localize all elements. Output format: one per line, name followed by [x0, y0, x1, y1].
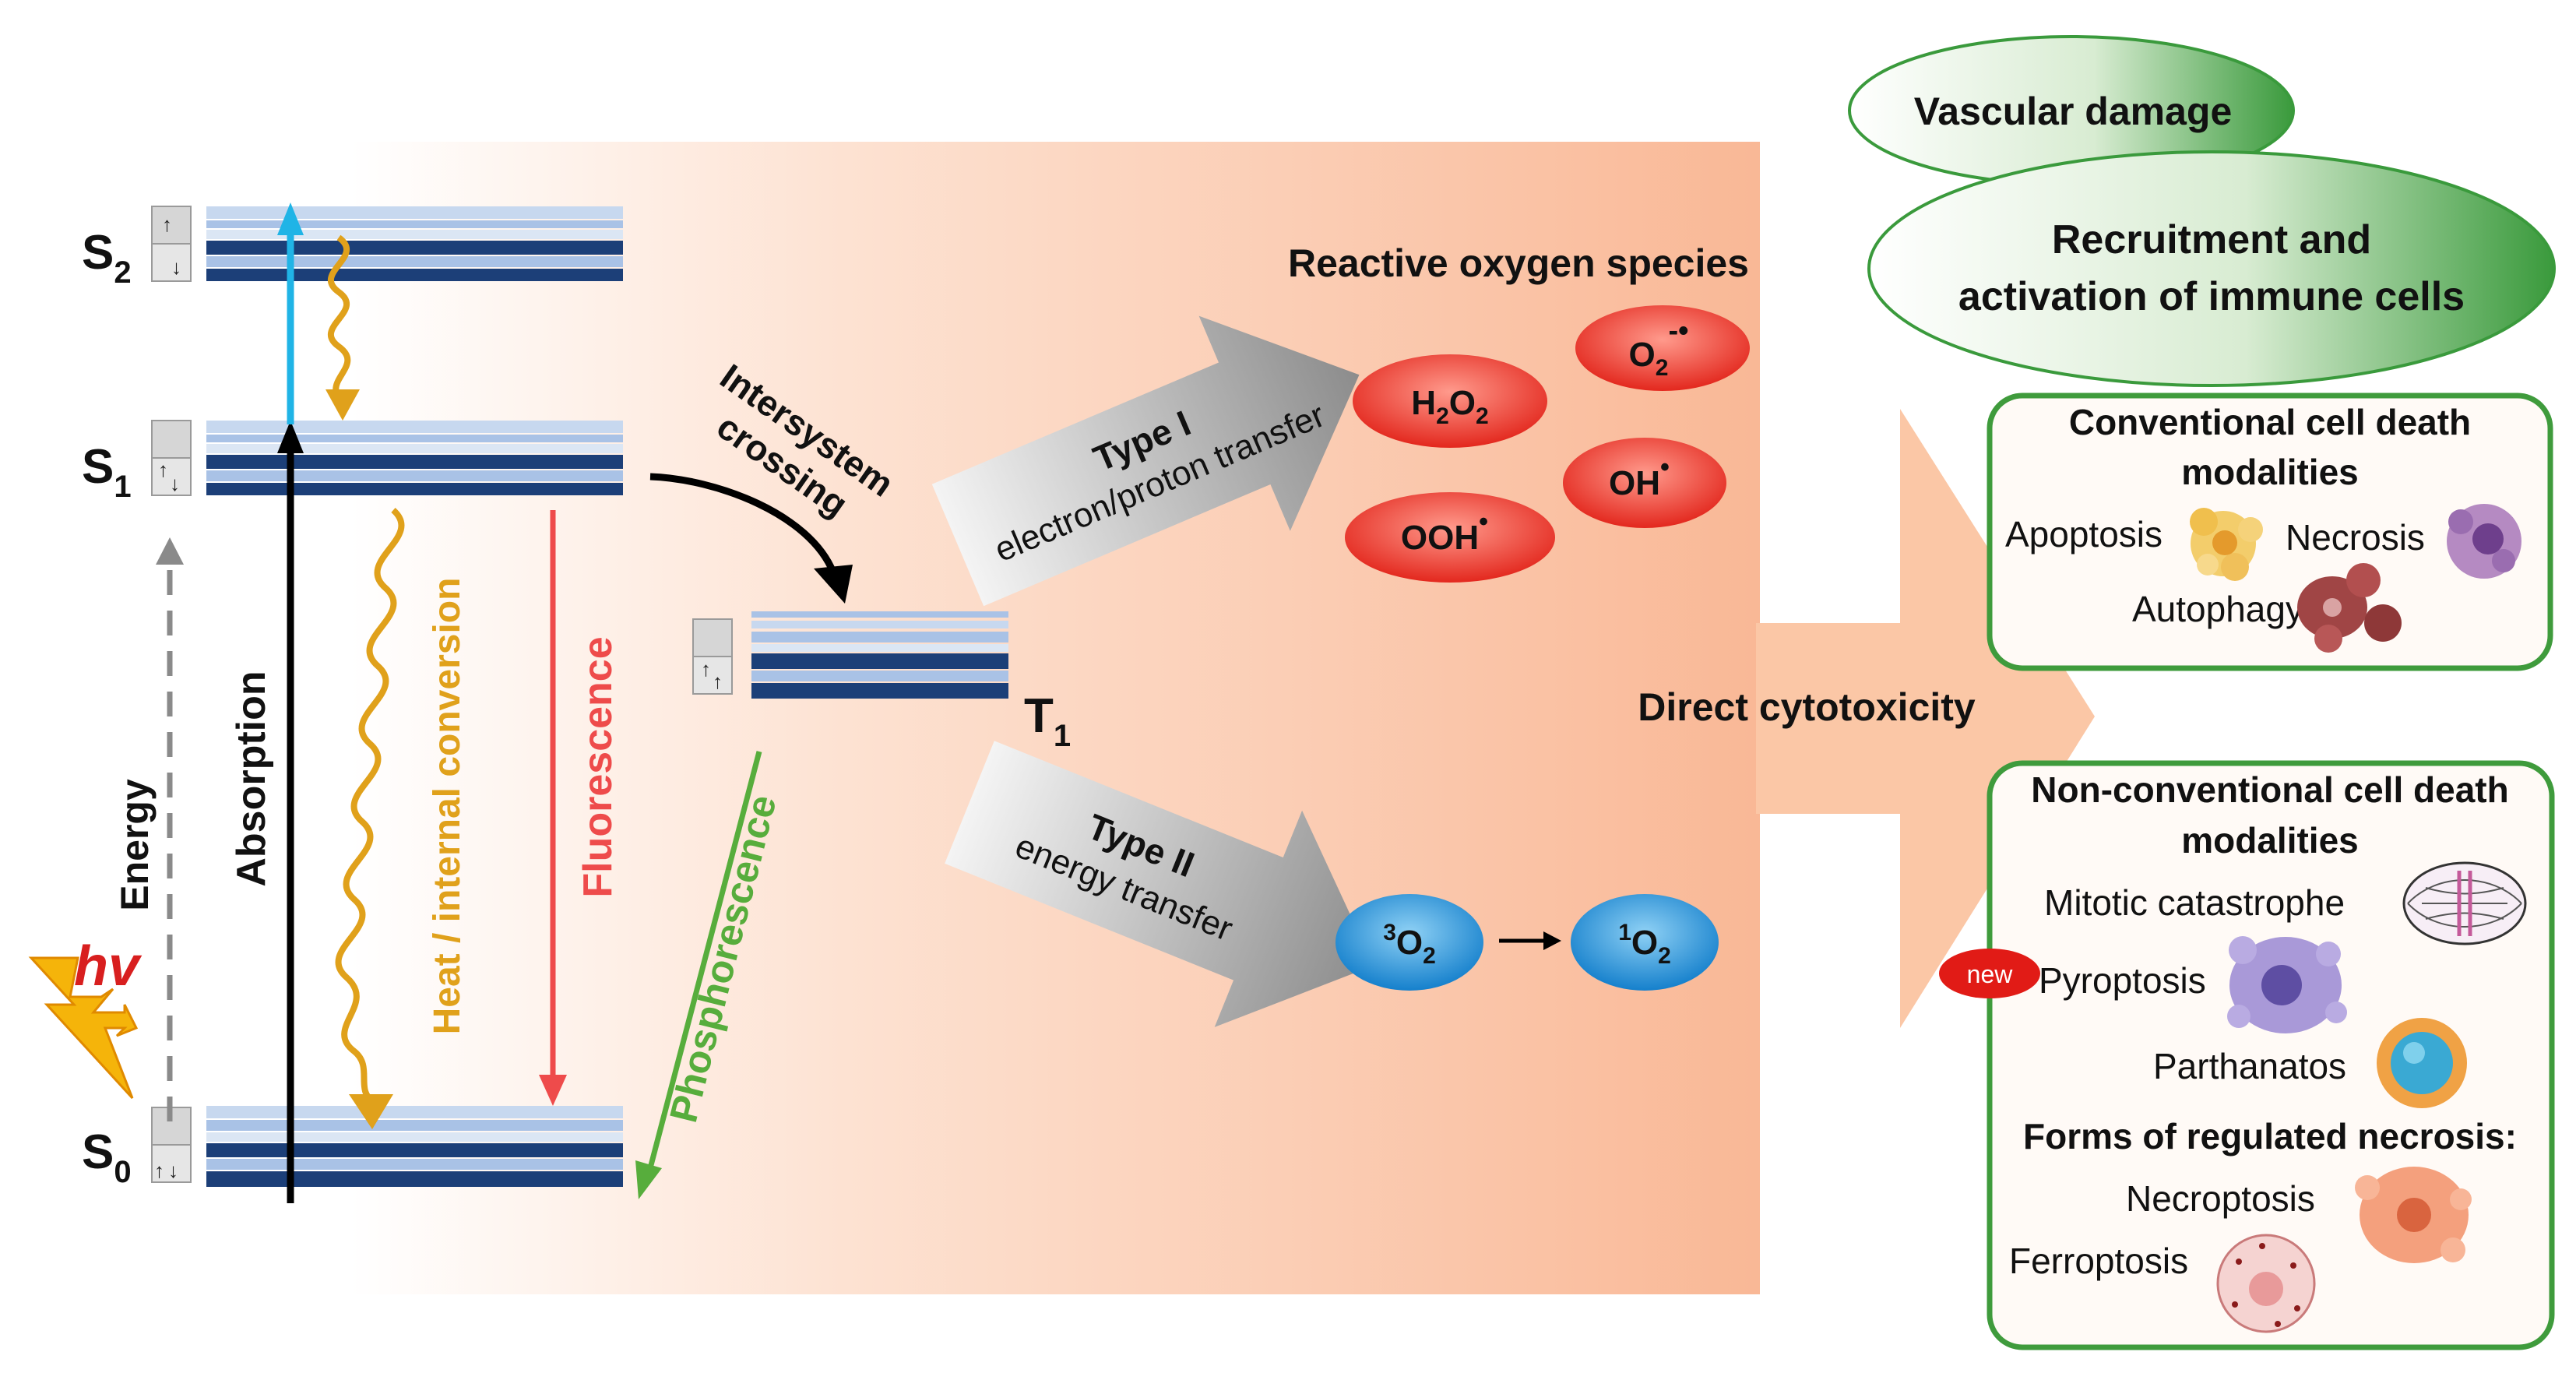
internal-conversion-s2-arrow [327, 234, 351, 404]
type2-arrow: Type II energy transfer [945, 741, 1374, 1027]
svg-text:modalities: modalities [2181, 820, 2359, 861]
ros-hydroxyl: OH• [1563, 438, 1726, 528]
svg-text:↑: ↑ [713, 670, 723, 693]
svg-text:OOH•: OOH• [1401, 507, 1488, 557]
phosphorescence-arrow-head [635, 1160, 662, 1199]
svg-text:Non-conventional cell death: Non-conventional cell death [2031, 769, 2508, 810]
autophagy-label: Autophagy [2132, 589, 2303, 629]
ros-superoxide: O2-• [1575, 305, 1750, 391]
energy-label: Energy [113, 779, 157, 911]
necroptosis-cell-icon [2355, 1167, 2472, 1263]
svg-text:activation of immune cells: activation of immune cells [1958, 274, 2465, 319]
necroptosis-label: Necroptosis [2126, 1178, 2315, 1219]
parthanatos-label: Parthanatos [2153, 1046, 2346, 1086]
svg-text:1O2: 1O2 [1618, 920, 1671, 969]
direct-cytotoxicity-label: Direct cytotoxicity [1638, 685, 1976, 729]
svg-text:↓: ↓ [170, 472, 180, 495]
intersystem-crossing-arrow [649, 473, 837, 574]
pyroptosis-cell-icon [2227, 936, 2347, 1033]
svg-text:↓: ↓ [168, 1159, 178, 1182]
excitation-arrow-head [277, 202, 304, 235]
spin-box-t1: ↑ ↑ [692, 618, 733, 695]
necrosis-cell-icon [2447, 504, 2521, 579]
oxygen-conversion-arrow-head [1543, 931, 1561, 950]
background-panel [350, 142, 1760, 1294]
immune-activation-ellipse: Recruitment and activation of immune cel… [1867, 150, 2556, 387]
absorption-arrow-head [277, 421, 304, 453]
svg-text:Vascular damage: Vascular damage [1914, 90, 2233, 133]
fluorescence-label: Fluorescence [575, 636, 621, 897]
level-t1 [751, 611, 1008, 699]
s1-label: S1 [82, 440, 132, 504]
absorption-label: Absorption [229, 671, 274, 886]
energy-arrow-head [156, 537, 184, 565]
new-badge: new [1939, 949, 2040, 998]
autophagy-cell-icon [2297, 563, 2402, 653]
triplet-oxygen: 3O2 [1336, 894, 1483, 991]
necrosis-label: Necrosis [2286, 517, 2425, 558]
fluorescence-arrow-head [539, 1075, 567, 1106]
ferroptosis-cell-icon [2216, 1234, 2316, 1333]
level-s2 [206, 206, 623, 281]
lightning-icon [28, 956, 139, 1100]
vascular-damage-ellipse: Vascular damage [1848, 35, 2295, 186]
svg-text:modalities: modalities [2181, 452, 2359, 492]
svg-text:↓: ↓ [171, 255, 181, 279]
phosphorescence-arrow [647, 751, 762, 1169]
ros-title: Reactive oxygen species [1288, 241, 1749, 285]
s0-label: S0 [82, 1125, 132, 1189]
svg-text:↑: ↑ [162, 213, 172, 236]
heat-arrow [335, 507, 405, 1105]
mitotic-catastrophe-label: Mitotic catastrophe [2044, 882, 2345, 923]
cytotoxicity-arrow [1756, 409, 2095, 1028]
svg-text:Conventional cell death: Conventional cell death [2069, 402, 2471, 442]
svg-text:↑: ↑ [701, 657, 711, 681]
svg-text:O2-•: O2-• [1629, 315, 1689, 381]
svg-text:H2O2: H2O2 [1411, 384, 1488, 429]
regulated-necrosis-title: Forms of regulated necrosis: [2023, 1116, 2517, 1156]
ferroptosis-label: Ferroptosis [2009, 1241, 2188, 1281]
internal-conversion-s2-arrow-head [326, 389, 360, 421]
photon-label: hv [74, 935, 143, 998]
spin-box-s2: ↑ ↓ [151, 206, 192, 282]
intersystem-crossing-arrow-head [814, 565, 853, 604]
apoptosis-cell-icon [2190, 508, 2263, 581]
t1-label: T1 [1024, 689, 1071, 753]
singlet-oxygen: 1O2 [1571, 894, 1719, 991]
mitotic-catastrophe-cell-icon [2402, 861, 2527, 945]
heat-label: Heat / internal conversion [427, 578, 468, 1035]
spin-box-s1: ↑ ↓ [151, 420, 192, 496]
svg-text:new: new [1967, 960, 2014, 988]
svg-text:↑: ↑ [158, 458, 168, 481]
heat-arrow-head [349, 1094, 393, 1129]
pyroptosis-label: Pyroptosis [2039, 960, 2206, 1001]
ros-hydroperoxyl: OOH• [1345, 492, 1555, 583]
s2-label: S2 [82, 226, 132, 290]
level-s1 [206, 421, 623, 495]
svg-text:3O2: 3O2 [1383, 920, 1436, 969]
conventional-death-box: Conventional cell death modalities Apopt… [1987, 393, 2553, 671]
ros-h2o2: H2O2 [1353, 354, 1547, 448]
parthanatos-cell-icon [2377, 1018, 2467, 1108]
apoptosis-label: Apoptosis [2005, 514, 2163, 554]
svg-text:↑: ↑ [154, 1159, 164, 1182]
svg-text:OH•: OH• [1609, 452, 1670, 502]
level-s0 [206, 1106, 623, 1187]
svg-text:Recruitment and: Recruitment and [2052, 217, 2371, 262]
